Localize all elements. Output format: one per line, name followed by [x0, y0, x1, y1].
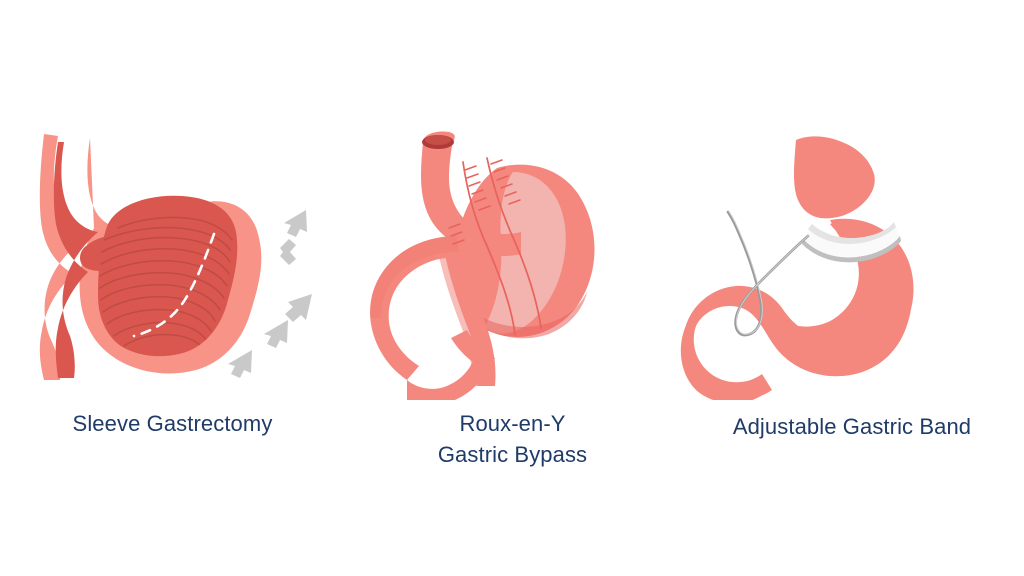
staple-line-group: [448, 157, 542, 335]
adjustable-band: [802, 222, 901, 263]
figure-caption-adjustable-gastric-band: Adjustable Gastric Band: [680, 411, 1024, 442]
figure-panel-adjustable-gastric-band: Adjustable Gastric Band: [680, 0, 1024, 576]
figure-caption-roux-en-y-gastric-bypass: Roux-en-Y Gastric Bypass: [345, 408, 680, 470]
caption-line: Gastric Bypass: [437, 442, 588, 467]
caption-line: Roux-en-Y: [459, 411, 566, 436]
resection-arrow: [264, 320, 288, 348]
figure-panel-roux-en-y-gastric-bypass: Roux-en-Y Gastric Bypass: [345, 0, 680, 576]
adjustable-gastric-band-illustration: [680, 128, 1024, 400]
resection-arrow: [284, 210, 307, 237]
resection-arrow-group: [228, 210, 314, 378]
figure-caption-sleeve-gastrectomy: Sleeve Gastrectomy: [0, 408, 345, 439]
dashed-resection-line: [132, 232, 216, 338]
roux-limb: [437, 240, 496, 386]
upper-gastric-pouch: [794, 136, 875, 219]
roux-en-y-gastric-bypass-illustration: [345, 128, 680, 400]
figure-panel-sleeve-gastrectomy: Sleeve Gastrectomy: [0, 0, 345, 576]
stomach-lumen: [53, 142, 238, 378]
gastric-rugae-folds: [99, 216, 233, 351]
sleeve-gastrectomy-illustration: [0, 128, 345, 400]
resection-arrow: [285, 294, 312, 322]
caption-line: Adjustable Gastric Band: [732, 414, 972, 439]
y-anastomosis: [407, 330, 495, 400]
resection-arrow: [228, 350, 252, 378]
biliopancreatic-limb: [370, 236, 463, 380]
caption-line: Sleeve Gastrectomy: [72, 411, 273, 436]
gastric-pouch: [421, 131, 521, 256]
resection-arrow: [280, 239, 314, 265]
